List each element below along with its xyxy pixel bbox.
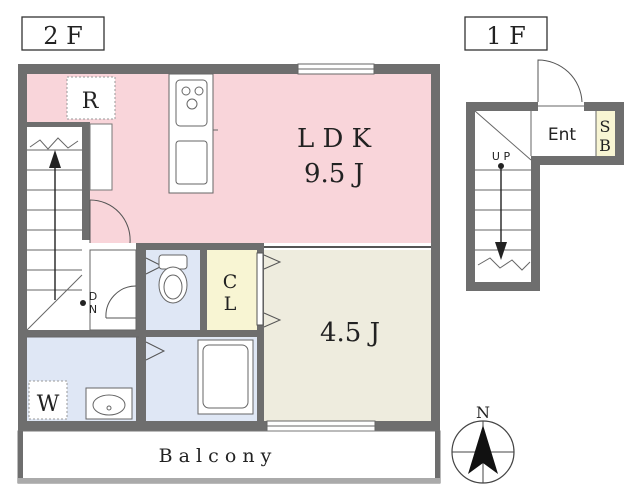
washer-label: W bbox=[37, 392, 60, 417]
ldk-fill bbox=[27, 74, 431, 243]
upper-walls bbox=[18, 64, 440, 431]
toilet-fixture bbox=[158, 254, 188, 304]
floor-label-1f: 1 F bbox=[464, 16, 548, 51]
shoe-box-b: B bbox=[599, 136, 611, 155]
closet-l: L bbox=[224, 293, 237, 315]
bedroom-size: 4.5 J bbox=[320, 318, 380, 348]
balcony bbox=[17, 430, 441, 484]
lower-floor bbox=[466, 59, 624, 291]
floor-2f-text: 2 F bbox=[43, 22, 83, 50]
balcony-label: B a l c o n y bbox=[159, 445, 272, 467]
bedroom-fill bbox=[264, 250, 431, 421]
floor-1f-text: 1 F bbox=[486, 22, 526, 50]
closet-fill bbox=[207, 250, 257, 330]
floor-label-2f: 2 F bbox=[21, 16, 105, 51]
roof-label: R bbox=[82, 89, 100, 114]
entrance-label: Ent bbox=[548, 125, 577, 145]
stairs-down-dot bbox=[80, 300, 86, 306]
compass-north-label: N bbox=[476, 403, 490, 422]
stairs-down-d: D bbox=[89, 290, 97, 303]
ldk-size: 9.5 J bbox=[304, 159, 364, 189]
shoe-box-s: S bbox=[600, 117, 611, 136]
bathtub-fixture bbox=[197, 339, 254, 415]
north-compass bbox=[451, 420, 515, 484]
stairs-up-label: U P bbox=[492, 150, 511, 163]
upper-stairs bbox=[26, 127, 83, 331]
upper-doors bbox=[89, 199, 282, 361]
stairs-down-n: N bbox=[89, 303, 97, 316]
kitchen-counter bbox=[168, 73, 218, 194]
wash-basin bbox=[85, 387, 133, 420]
closet-c: C bbox=[223, 271, 238, 293]
ldk-name: L D K bbox=[297, 124, 372, 154]
